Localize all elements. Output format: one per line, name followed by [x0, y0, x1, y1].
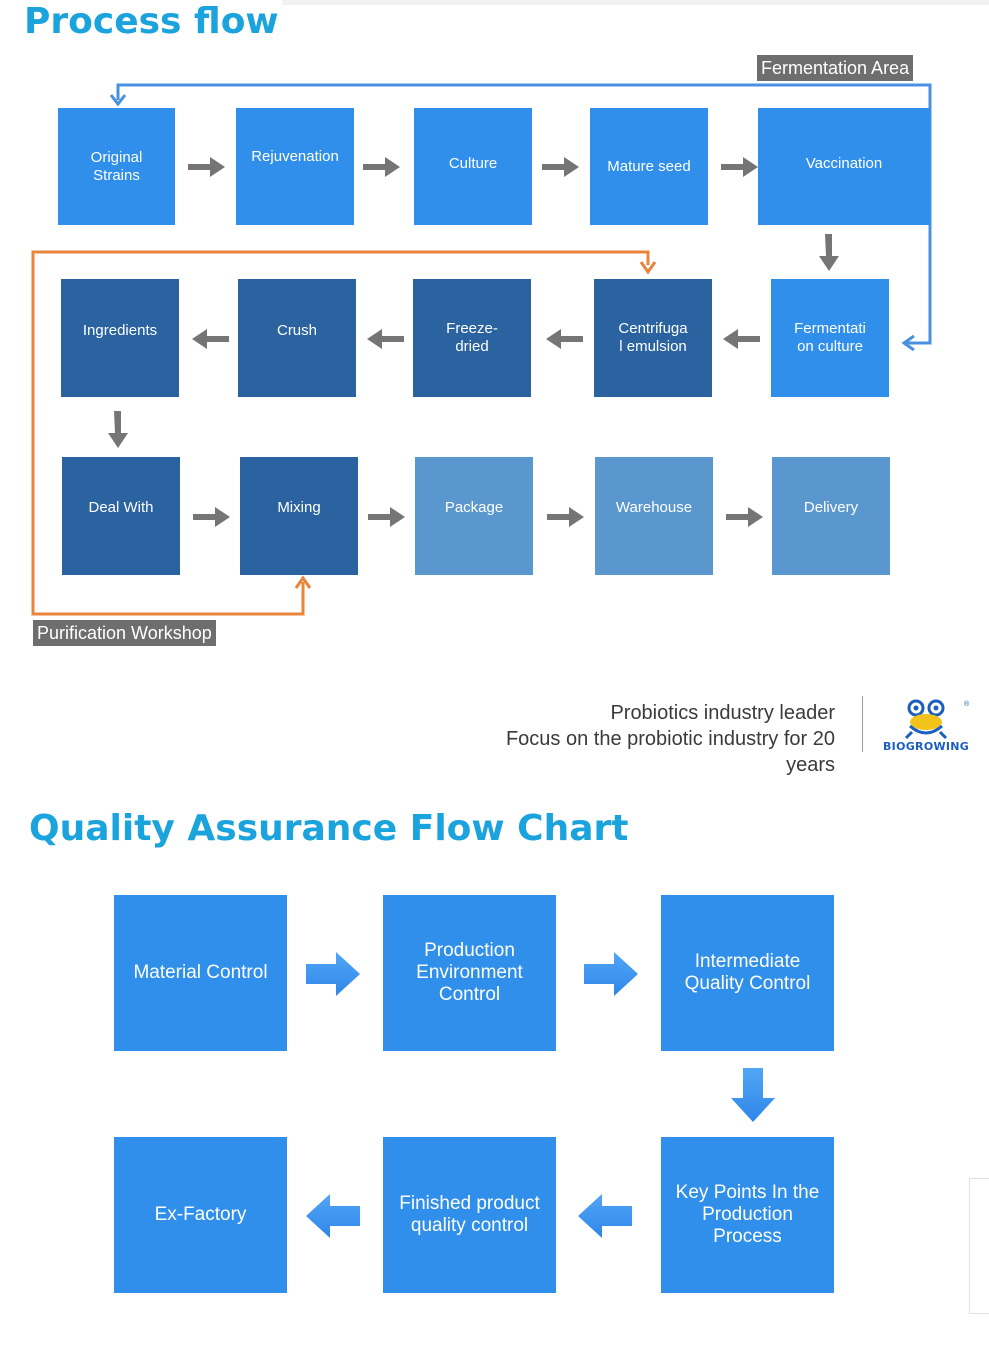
arrow-left [546, 329, 583, 349]
arrow-right [542, 157, 579, 177]
arrow-down [819, 234, 839, 271]
step-mixing: Mixing [240, 457, 358, 575]
arrow-left [192, 329, 229, 349]
step-ingredients: Ingredients [61, 279, 179, 397]
logo-text: BIOGROWING [883, 740, 970, 753]
step-mature-seed: Mature seed [590, 108, 708, 225]
arrow-right [584, 952, 638, 996]
qa-material-control: Material Control [114, 895, 287, 1051]
arrow-down [731, 1068, 775, 1122]
row2-arrows [192, 329, 760, 349]
arrow-right [306, 952, 360, 996]
step-vaccination: Vaccination [758, 108, 930, 225]
step-deal-with: Deal With [62, 457, 180, 575]
slogan: Probiotics industry leader Focus on the … [475, 700, 835, 778]
qa-ex-factory: Ex-Factory [114, 1137, 287, 1293]
arrow-right [547, 507, 584, 527]
step-label: Vaccination [805, 154, 883, 172]
arrow-right [363, 157, 400, 177]
step-warehouse: Warehouse [595, 457, 713, 575]
slogan-line-1: Probiotics industry leader [610, 702, 835, 724]
fermentation-loop-arrowhead-top [109, 94, 127, 107]
step-label: Ingredients [82, 322, 158, 339]
quality-flow-title: Quality Assurance Flow Chart [29, 808, 629, 849]
quality-flow-arrows [306, 952, 775, 1238]
step-crush: Crush [238, 279, 356, 397]
step-rejuvenation: Rejuvenation [236, 108, 354, 225]
qa-finished-product-quality-control: Finished product quality control [383, 1137, 556, 1293]
step-package: Package [415, 457, 533, 575]
biogrowing-logo-icon: ® [904, 699, 970, 740]
process-flow-title: Process flow [24, 1, 279, 42]
arrow-left [367, 329, 404, 349]
purification-workshop-label: Purification Workshop [33, 620, 216, 646]
fermentation-loop-arrowhead-right [901, 334, 915, 352]
step-label: Crush [276, 322, 317, 339]
qa-label: Intermediate Quality Control [684, 951, 811, 994]
qa-label: Key Points In the Production Process [675, 1182, 820, 1247]
qa-label: Material Control [133, 962, 268, 983]
purification-loop-arrowhead-bottom [294, 575, 312, 589]
purification-loop-arrowhead-top [639, 261, 657, 275]
top-bar [282, 0, 989, 5]
step-label: Delivery [803, 499, 859, 516]
step-label: Deal With [88, 499, 154, 516]
fermentation-area-label: Fermentation Area [757, 55, 914, 81]
process-flow-connectors [31, 83, 932, 616]
arrow-left [306, 1194, 360, 1238]
arrow-right [721, 157, 758, 177]
arrow-down [108, 411, 128, 448]
arrow-left [723, 329, 760, 349]
qa-label: Production Environment Control [416, 940, 523, 1005]
arrow-right [193, 507, 230, 527]
step-original-strains: Original Strains [58, 108, 175, 225]
step-label: Centrifugal emulsion [618, 320, 688, 355]
step-label: Original Strains [90, 148, 143, 184]
arrow-left [578, 1194, 632, 1238]
step-label: Mixing [277, 499, 321, 516]
qa-key-points-production-process: Key Points In the Production Process [661, 1137, 834, 1293]
step-label: Freeze-dried [446, 320, 498, 355]
step-centrifugal-emulsion: Centrifugal emulsion [594, 279, 712, 397]
step-fermentation-culture: Fermentation culture [771, 279, 889, 397]
qa-production-environment-control: Production Environment Control [383, 895, 556, 1051]
step-freeze-dried: Freeze-dried [413, 279, 531, 397]
arrow-right [368, 507, 405, 527]
side-panel-edge [969, 1178, 989, 1314]
step-culture: Culture [414, 108, 532, 225]
fermentation-loop-line [116, 83, 932, 345]
slogan-divider [862, 696, 863, 752]
step-label: Culture [448, 154, 498, 172]
arrow-right [188, 157, 225, 177]
purification-loop-line [31, 250, 650, 616]
row3-arrows [193, 507, 763, 527]
row1-arrows [188, 157, 758, 177]
slogan-line-2: Focus on the probiotic industry for 20 y… [505, 728, 835, 776]
step-label: Rejuvenation [251, 148, 339, 165]
step-delivery: Delivery [772, 457, 890, 575]
qa-intermediate-quality-control: Intermediate Quality Control [661, 895, 834, 1051]
qa-label: Finished product quality control [399, 1193, 540, 1236]
registered-mark: ® [964, 700, 970, 708]
step-label: Mature seed [607, 157, 691, 175]
step-label: Warehouse [615, 499, 693, 516]
qa-label: Ex-Factory [154, 1204, 247, 1225]
step-label: Package [444, 499, 504, 516]
step-label: Fermentation culture [794, 320, 866, 355]
arrow-right [726, 507, 763, 527]
